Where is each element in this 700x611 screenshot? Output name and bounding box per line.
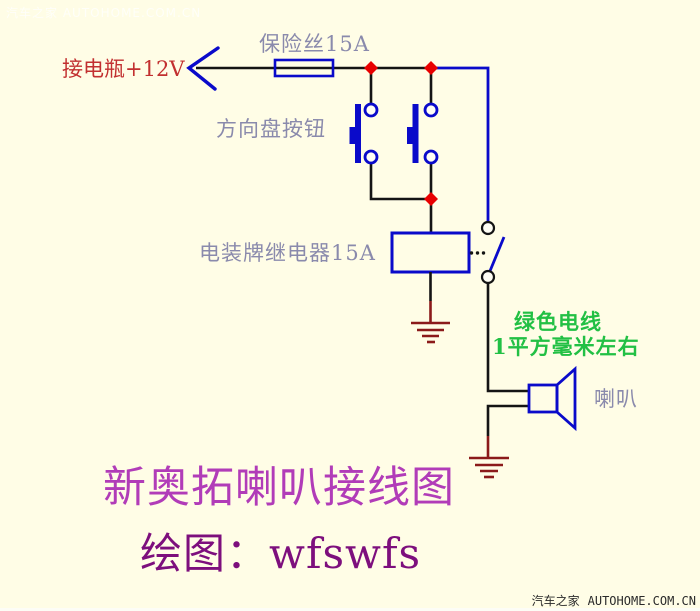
- diagram-title: 新奥拓喇叭接线图: [103, 463, 455, 513]
- push-button-right-icon: [407, 102, 439, 165]
- fuse-icon: [273, 58, 335, 78]
- diagram-credit: 绘图：wfswfs: [140, 529, 422, 578]
- wire-note-line1: 绿色电线: [514, 309, 602, 334]
- ground-relay-icon: [411, 321, 450, 344]
- switch-feed-wire: [431, 66, 490, 222]
- watermark-site-name: 汽车之家: [6, 6, 59, 20]
- junction-dot-2: [424, 61, 438, 75]
- push-button-left-icon: [349, 102, 379, 165]
- battery-label: 接电瓶+12V: [62, 57, 185, 81]
- watermark-site-url: AUTOHOME.COM.CN: [587, 594, 696, 608]
- horn-return-wire: [486, 404, 529, 436]
- horn-label: 喇叭: [594, 387, 638, 411]
- horn-button-label: 方向盘按钮: [216, 117, 326, 141]
- watermark-site-name: 汽车之家: [531, 594, 580, 608]
- junction-dot-1: [364, 61, 378, 75]
- button-left-bottom-wire: [369, 163, 431, 201]
- relay-icon: [390, 231, 471, 274]
- watermark-top-left: 汽车之家 AUTOHOME.COM.CN: [6, 4, 201, 21]
- horn-feed-wire: [486, 283, 529, 393]
- bottom-border-strip: [0, 608, 700, 611]
- relay-contact-switch-icon: [480, 220, 506, 285]
- battery-arrow-icon: [186, 46, 220, 91]
- relay-label: 电装牌继电器15A: [199, 241, 376, 265]
- watermark-bottom-right: 汽车之家 AUTOHOME.COM.CN: [532, 592, 696, 609]
- watermark-site-url: AUTOHOME.COM.CN: [62, 6, 202, 20]
- wire-note-line2: 1平方毫米左右: [492, 334, 640, 359]
- linkage-dots-icon: [469, 251, 486, 255]
- ground-horn-icon: [469, 456, 509, 479]
- horn-speaker-icon: [527, 365, 577, 432]
- fuse-label: 保险丝15A: [259, 32, 370, 56]
- junction-dot-3: [424, 192, 438, 206]
